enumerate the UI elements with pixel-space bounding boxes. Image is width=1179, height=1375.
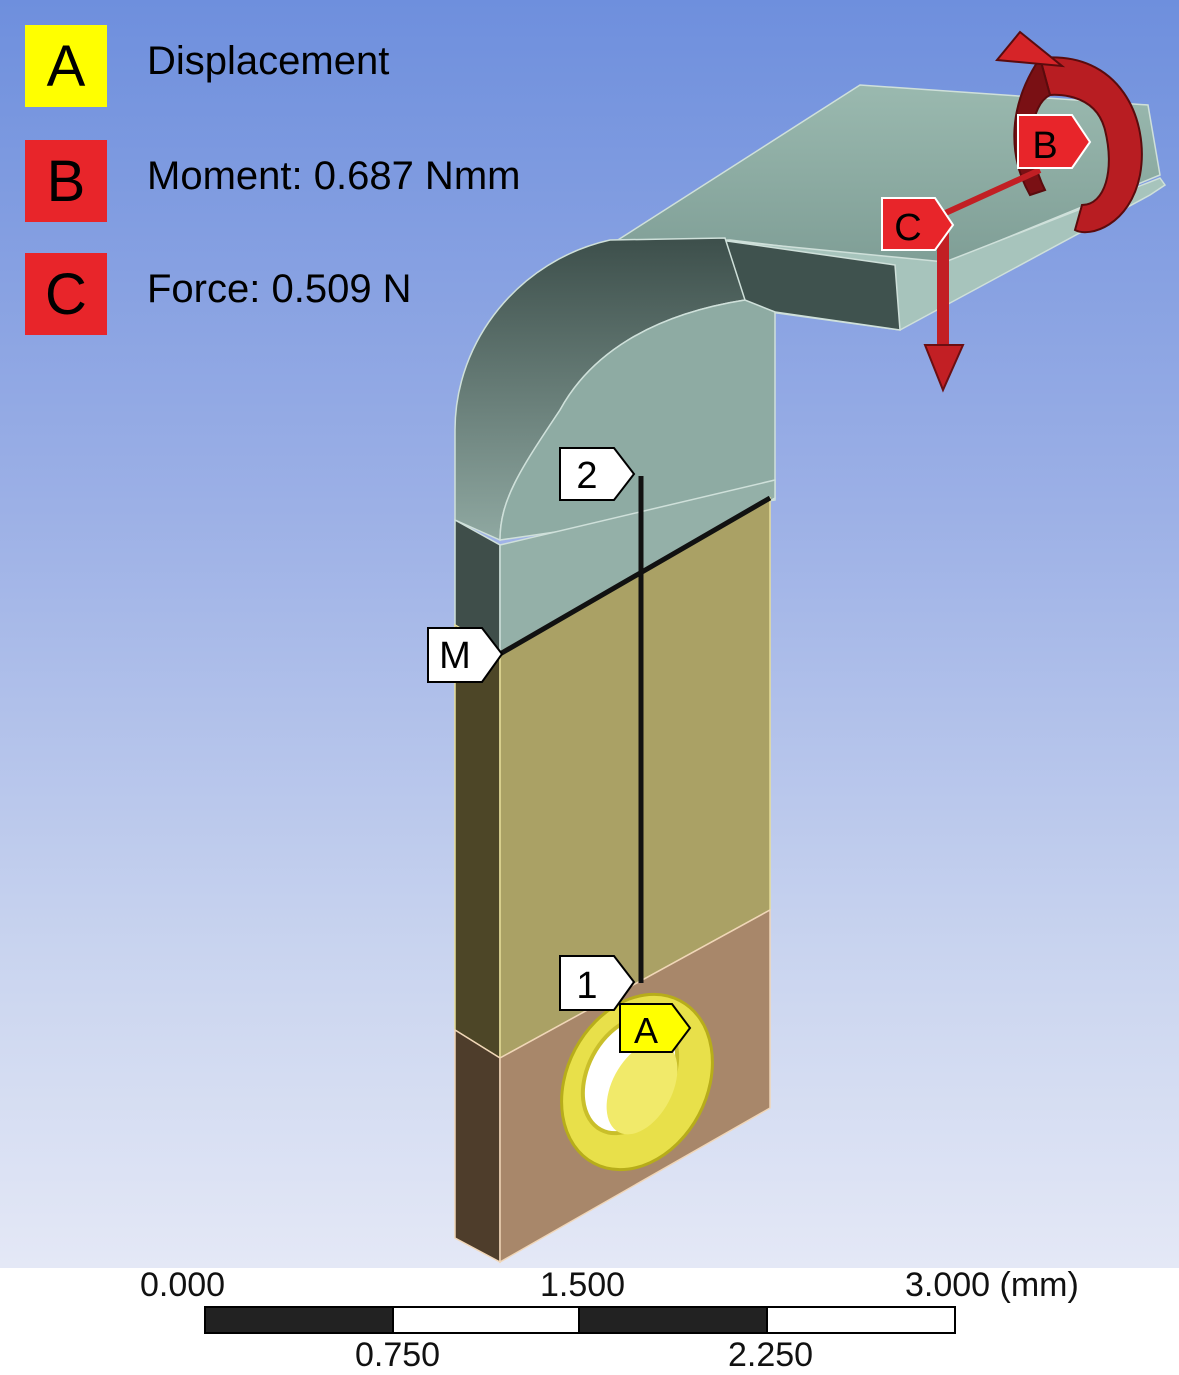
scale-segment-3 [578,1306,768,1334]
tag-point-2-label: 2 [576,455,597,497]
tag-point-1-label: 1 [576,965,597,1007]
scale-segment-2 [392,1306,580,1334]
section-line-m [498,495,772,657]
tag-b-label: B [1032,125,1057,167]
hole-inner-wall [606,1041,678,1135]
scale-segment-1 [204,1306,394,1334]
tag-point-m[interactable]: M [427,627,504,683]
tag-point-m-label: M [439,635,471,677]
upper-leg-front [499,479,776,654]
scale-segment-4 [766,1306,956,1334]
scale-label-2250: 2.250 [728,1336,814,1374]
legend-swatch-a: A [25,25,107,107]
tag-a-label: A [634,1010,658,1051]
moment-arrow [1038,56,1143,234]
model-geometry: B C A 2 1 M [427,30,1167,1264]
tag-point-2[interactable]: 2 [559,447,636,501]
lower-leg-side [454,1028,501,1264]
scale-label-750: 0.750 [355,1336,441,1374]
legend-text-force: Force: 0.509 N [147,267,412,311]
legend-swatch-c: C [25,253,107,335]
middle-leg-side [454,623,501,1060]
moment-axis [928,167,1042,223]
legend-swatch-b: B [25,140,107,222]
tag-a[interactable]: A [619,1003,692,1053]
tag-point-1[interactable]: 1 [559,955,636,1011]
legend-text-moment: Moment: 0.687 Nmm [147,154,521,198]
scale-label-1500: 1.500 [540,1266,626,1304]
moment-arrowhead [995,30,1066,68]
scale-label-3000: 3.000 (mm) [905,1266,1079,1304]
model-viewport[interactable]: B C A 2 1 M A Displacement B Moment: 0.6… [0,0,1179,1268]
scale-label-0: 0.000 [140,1266,226,1304]
legend-text-displacement: Displacement [147,39,390,83]
scale-bar: 0.000 1.500 3.000 (mm) 0.750 2.250 [0,1266,1179,1374]
tag-c[interactable]: C [881,197,955,251]
tag-c-label: C [894,207,921,249]
tag-b[interactable]: B [1017,114,1092,169]
force-arrowhead [923,344,965,393]
